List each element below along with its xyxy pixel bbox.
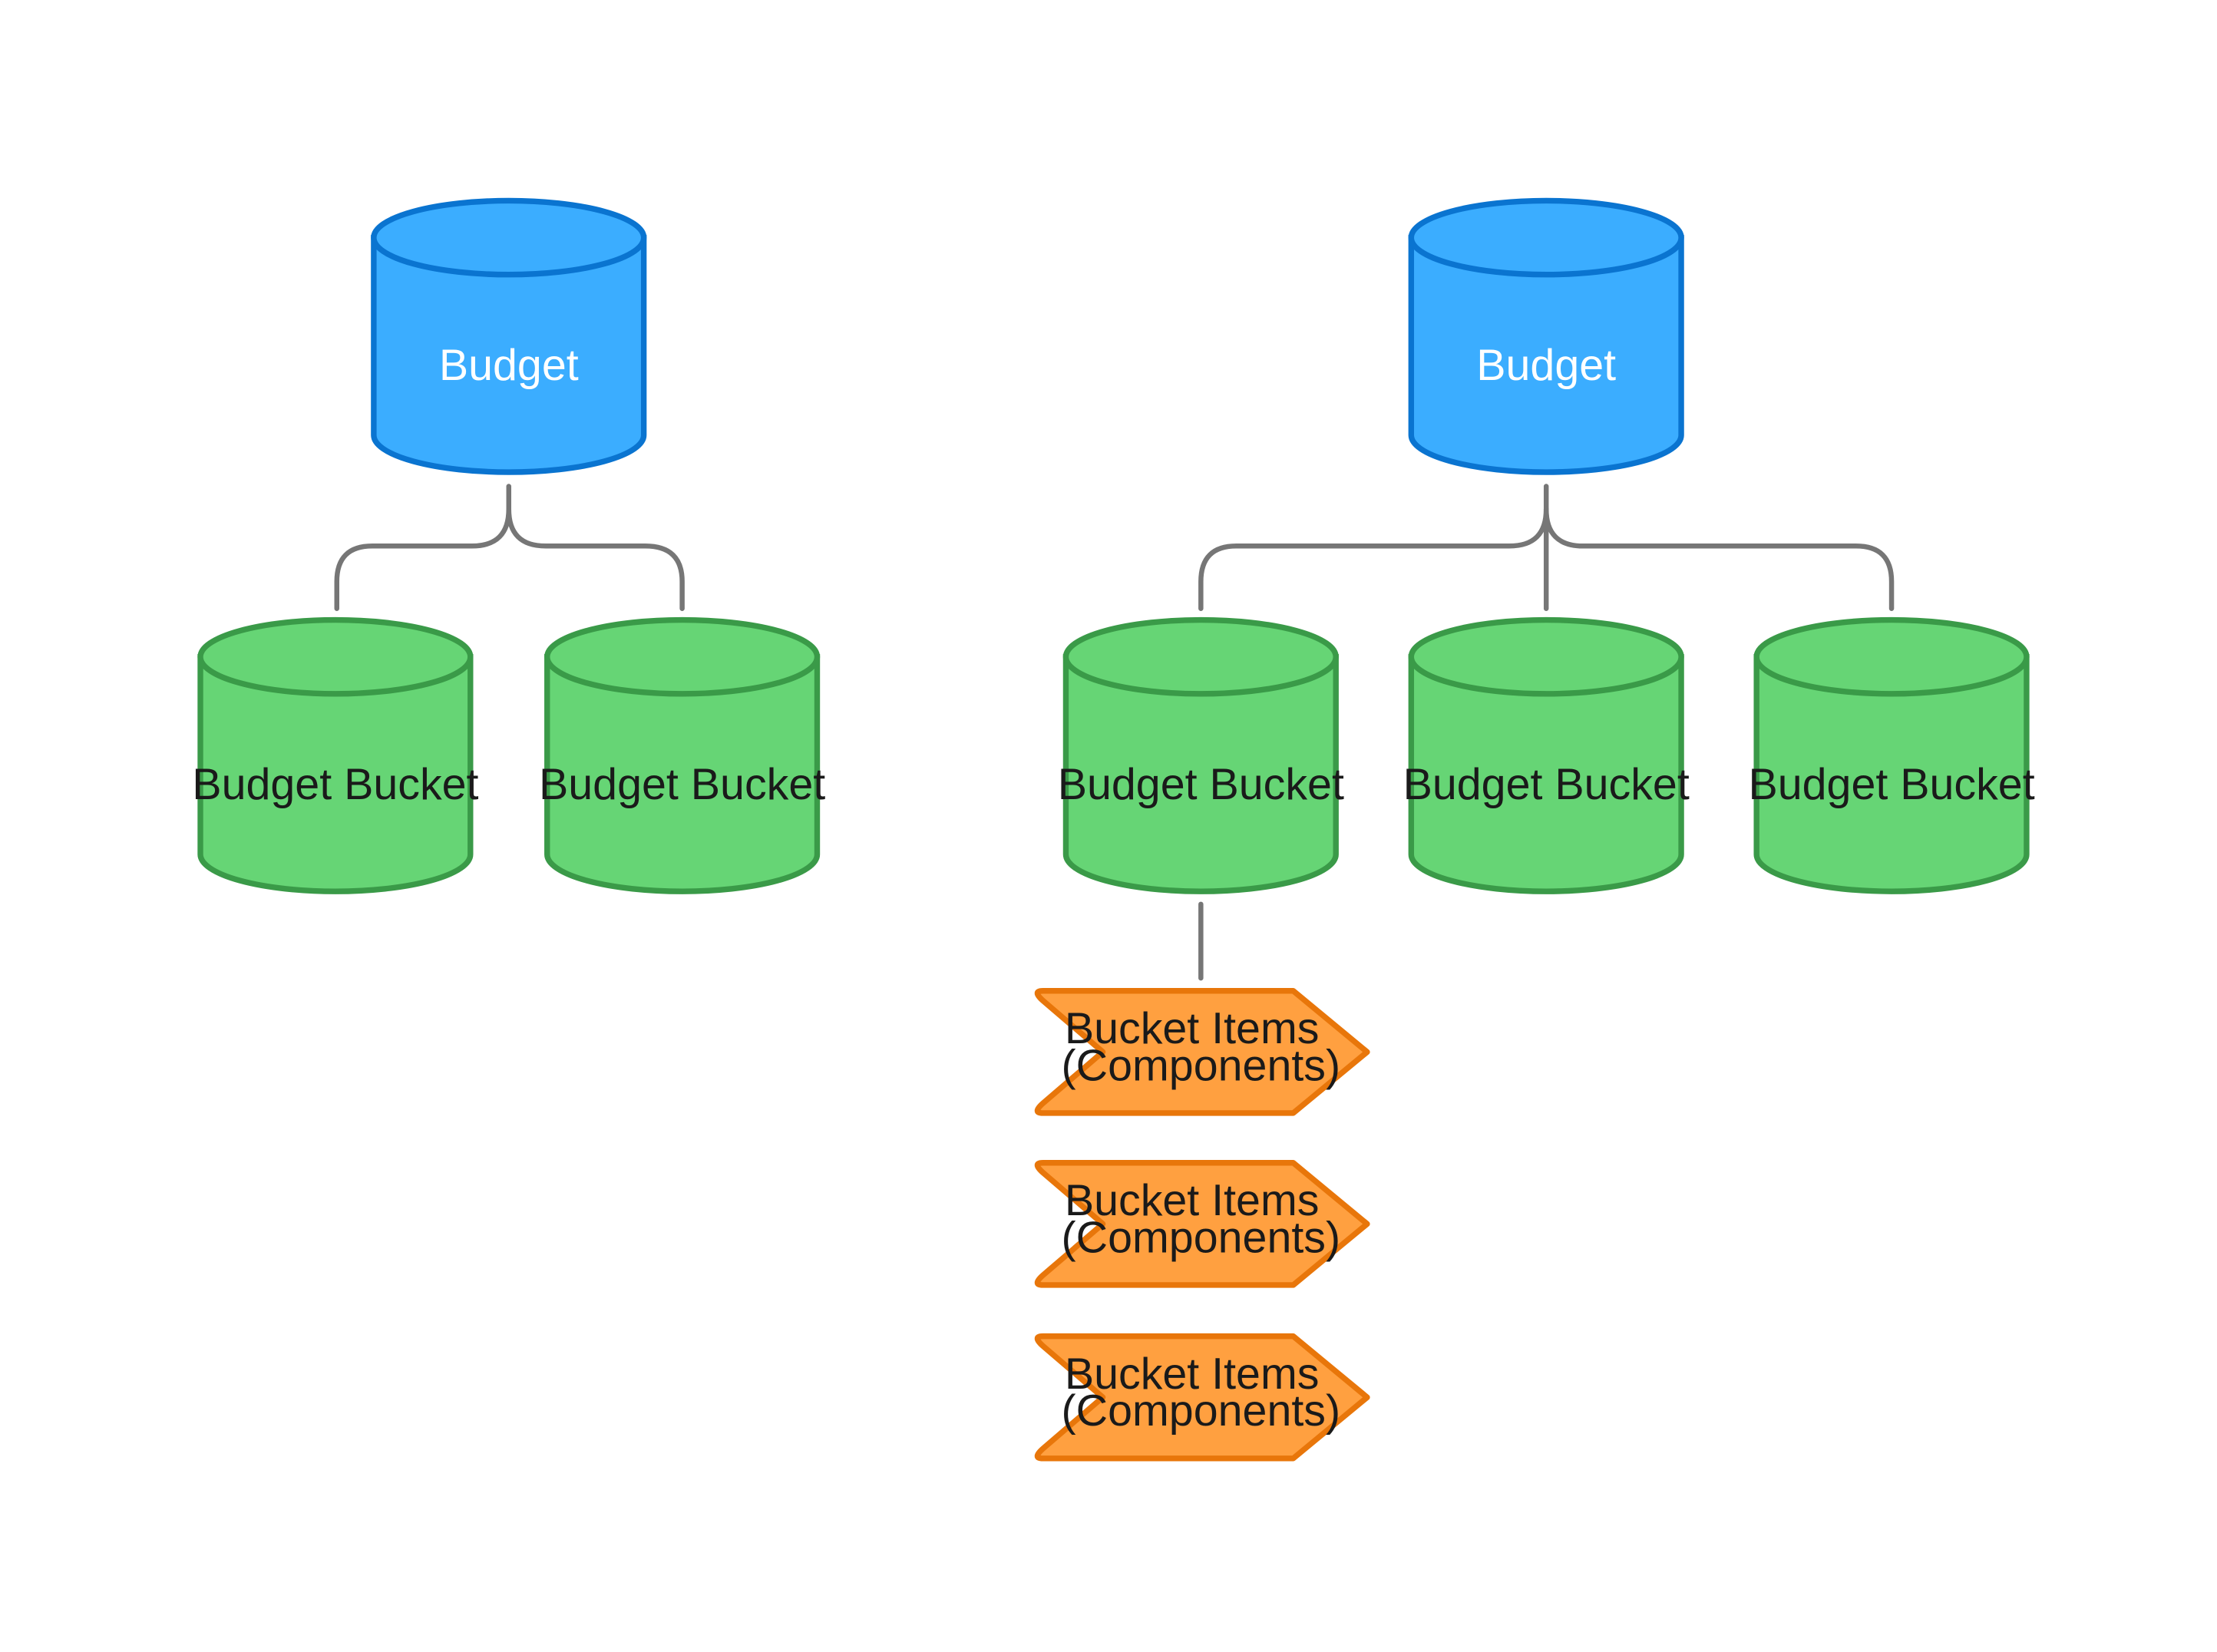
bucket-item-line1: Bucket Items xyxy=(1065,1004,1320,1053)
database-cylinder-icon xyxy=(1062,616,1339,894)
database-cylinder-icon xyxy=(1408,197,1684,475)
connectors xyxy=(334,484,1895,981)
connector-left-budget-to-bucket-2 xyxy=(506,506,685,611)
bucket-item-label-1: Bucket Items (Components) xyxy=(1062,1004,1341,1090)
connector-right-budget-to-bucket-1 xyxy=(1198,484,1549,611)
bucket-item-node-3: Bucket Items (Components) xyxy=(1034,1333,1370,1462)
right-bucket-node-1: Budget Bucket xyxy=(1058,616,1344,894)
right-budget-label: Budget xyxy=(1476,341,1616,390)
left-bucket-node-1: Budget Bucket xyxy=(192,616,479,894)
bucket-item-line1: Bucket Items xyxy=(1065,1176,1320,1225)
database-cylinder-icon xyxy=(544,616,821,894)
database-cylinder-icon xyxy=(197,616,474,894)
right-budget-node: Budget xyxy=(1408,197,1684,475)
right-bucket-node-3: Budget Bucket xyxy=(1748,616,2035,894)
chevron-tag-icon xyxy=(1034,988,1370,1116)
database-cylinder-icon xyxy=(371,197,647,475)
connector-left-budget-to-bucket-1 xyxy=(334,484,511,611)
bucket-item-line2: (Components) xyxy=(1062,1213,1341,1262)
bucket-item-label-2: Bucket Items (Components) xyxy=(1062,1176,1341,1262)
right-bucket-label-1: Budget Bucket xyxy=(1058,760,1344,809)
left-budget-node: Budget xyxy=(371,197,647,475)
chevron-tag-icon xyxy=(1034,1333,1370,1462)
bucket-item-line2: (Components) xyxy=(1062,1386,1341,1436)
left-bucket-node-2: Budget Bucket xyxy=(539,616,825,894)
connector-right-budget-to-bucket-3 xyxy=(1543,506,1895,611)
database-cylinder-icon xyxy=(1408,616,1684,894)
database-cylinder-icon xyxy=(1753,616,2030,894)
left-bucket-label-1: Budget Bucket xyxy=(192,760,478,809)
bucket-item-label-3: Bucket Items (Components) xyxy=(1062,1350,1341,1436)
left-bucket-label-2: Budget Bucket xyxy=(539,760,825,809)
right-bucket-label-2: Budget Bucket xyxy=(1403,760,1690,809)
left-budget-label: Budget xyxy=(439,341,579,390)
right-bucket-node-2: Budget Bucket xyxy=(1403,616,1690,894)
right-bucket-label-3: Budget Bucket xyxy=(1748,760,2034,809)
chevron-tag-icon xyxy=(1034,1160,1370,1288)
bucket-item-node-2: Bucket Items (Components) xyxy=(1034,1160,1370,1288)
bucket-item-node-1: Bucket Items (Components) xyxy=(1034,988,1370,1116)
bucket-item-line2: (Components) xyxy=(1062,1041,1341,1090)
bucket-item-line1: Bucket Items xyxy=(1065,1350,1320,1399)
